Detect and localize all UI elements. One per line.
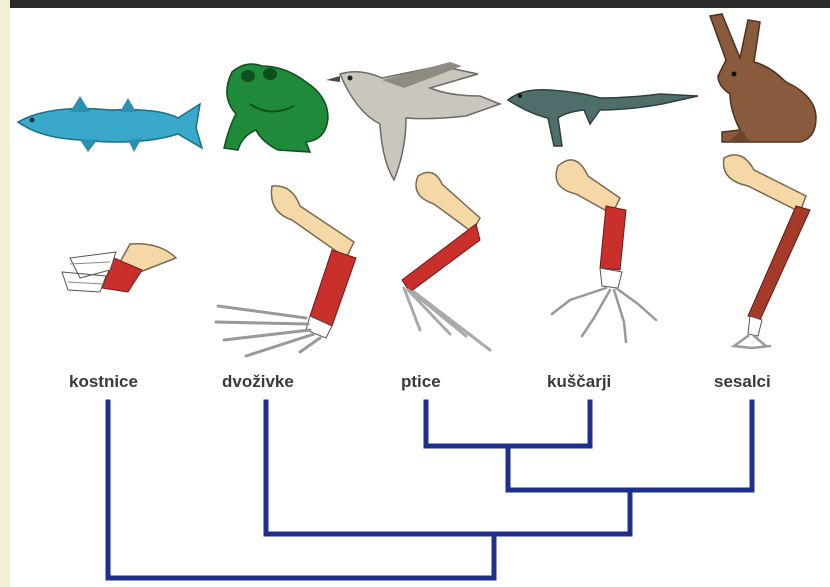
cladogram — [108, 402, 752, 578]
fish-illustration — [18, 96, 202, 152]
frog-illustration — [224, 64, 328, 152]
mammal-limb-bones — [724, 155, 811, 348]
top-band — [10, 0, 830, 8]
clade-tetrapods — [266, 402, 630, 534]
taxon-label-mammals: sesalci — [714, 372, 771, 392]
diagram-svg — [10, 0, 830, 587]
figure: kostnice dvoživke ptice kuščarji sesalci — [10, 0, 830, 587]
clade-birds-lizards — [426, 402, 590, 446]
taxon-label-fish: kostnice — [69, 372, 138, 392]
fish-fin-bones — [62, 244, 176, 292]
lizard-limb-bones — [552, 160, 656, 342]
taxon-label-amphibians: dvoživke — [222, 372, 294, 392]
clade-root — [108, 402, 494, 578]
taxon-label-birds: ptice — [401, 372, 441, 392]
taxon-label-lizards: kuščarji — [547, 372, 611, 392]
bird-illustration — [326, 62, 500, 180]
rabbit-illustration — [710, 14, 816, 142]
bird-wing-bones — [402, 172, 490, 350]
amphibian-limb-bones — [216, 186, 356, 356]
lizard-illustration — [508, 90, 698, 146]
